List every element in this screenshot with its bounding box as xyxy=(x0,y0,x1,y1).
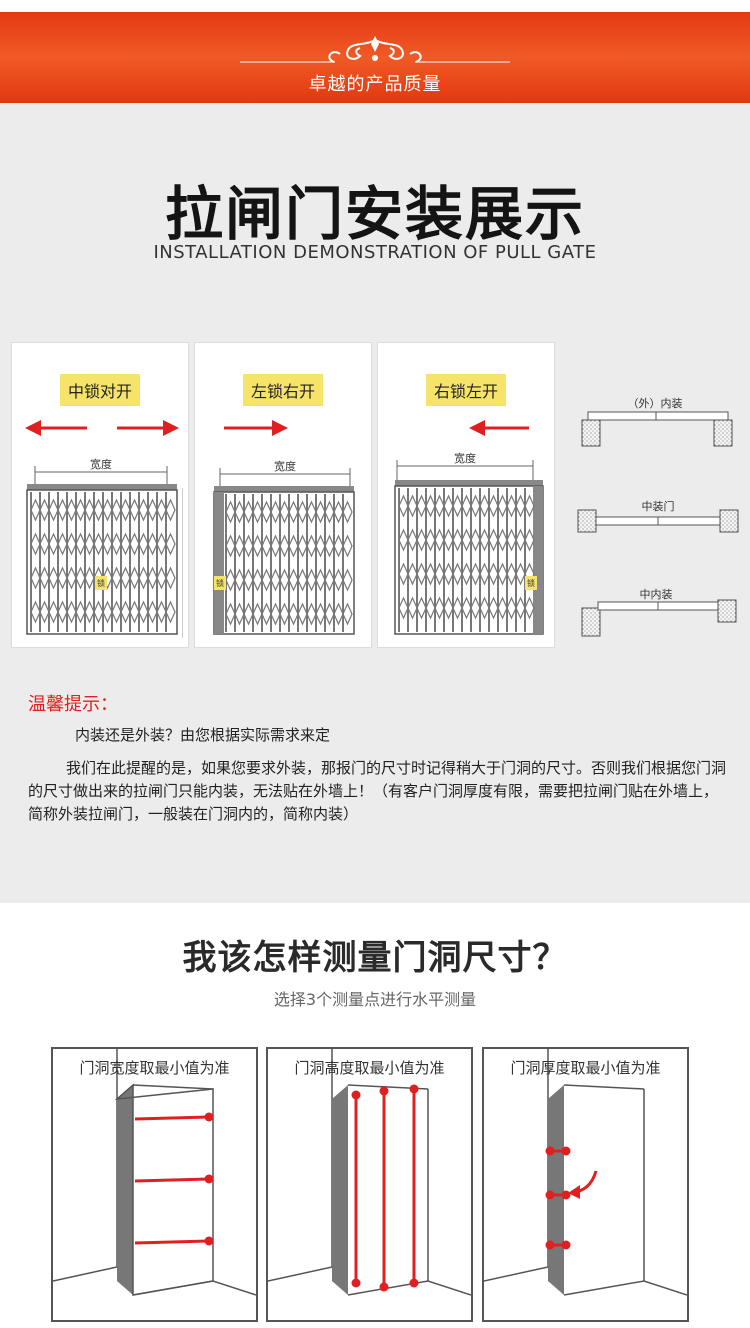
header-banner: 卓越的产品质量 xyxy=(0,12,750,103)
width-label: 宽度 xyxy=(274,459,296,473)
page-title: 拉闸门安装展示 xyxy=(164,180,585,248)
measure-title: 我该怎样测量门洞尺寸？ xyxy=(182,938,568,978)
panel-label: 左锁右开 xyxy=(242,374,324,406)
install-label: 中内装 xyxy=(640,587,673,601)
install-inner-middle-diagram: 中内装 xyxy=(581,587,737,637)
lock-label: 锁 xyxy=(527,578,535,588)
arrow-left-icon xyxy=(469,420,529,436)
arrow-right-icon xyxy=(117,420,179,436)
arrow-right-icon xyxy=(224,420,288,436)
install-label: 中装门 xyxy=(642,499,675,513)
measure-lines xyxy=(134,1112,214,1246)
lock-label: 锁 xyxy=(216,578,224,588)
measure-box-title: 门洞厚度取最小值为准 xyxy=(510,1059,661,1077)
panel-right-lock: 宽度 锁 右锁左开 xyxy=(377,342,555,648)
install-middle-diagram: 中装门 xyxy=(577,499,739,533)
lock-label: 锁 xyxy=(97,578,105,588)
measure-box-title: 门洞高度取最小值为准 xyxy=(294,1059,445,1077)
tip-body: 我们在此提醒的是，如果您要求外装，那报门的尺寸时记得稍大于门洞的尺寸。否则我们根… xyxy=(28,759,727,823)
tip-title: 温馨提示： xyxy=(28,694,118,715)
panel-left-lock: 宽度 锁 左锁右开 xyxy=(194,342,372,648)
measure-box-title: 门洞宽度取最小值为准 xyxy=(79,1059,230,1077)
measure-thickness-box: 门洞厚度取最小值为准 xyxy=(482,1047,689,1322)
gate-illustration: 宽度 锁 xyxy=(25,420,183,638)
measure-subtitle: 选择3个测量点进行水平测量 xyxy=(273,990,477,1009)
panel-center-lock: 宽度 锁 中锁对开 xyxy=(11,342,189,648)
door-height-illustration xyxy=(268,1049,471,1296)
width-label: 宽度 xyxy=(90,457,112,471)
tip-question: 内装还是外装？由您根据实际需求来定 xyxy=(75,726,331,744)
door-width-illustration xyxy=(53,1049,256,1296)
install-label: （外）内装 xyxy=(628,396,683,410)
measure-lines xyxy=(545,1146,571,1250)
measure-width-box: 门洞宽度取最小值为准 xyxy=(51,1047,258,1322)
measure-height-box: 门洞高度取最小值为准 xyxy=(266,1047,473,1322)
arrow-left-icon xyxy=(25,420,87,436)
panel-label: 右锁左开 xyxy=(425,374,507,406)
width-label: 宽度 xyxy=(454,451,476,465)
panel-label: 中锁对开 xyxy=(59,374,141,406)
measure-lines xyxy=(351,1084,419,1292)
banner-title: 卓越的产品质量 xyxy=(308,74,442,95)
install-type-diagrams: （外）内装 中装门 中内装 xyxy=(577,396,739,637)
door-thickness-illustration xyxy=(484,1049,687,1296)
gate-illustration: 宽度 锁 xyxy=(394,420,544,635)
gate-illustration: 宽度 锁 xyxy=(213,420,355,635)
install-outer-diagram: （外）内装 xyxy=(581,396,733,447)
page-subtitle: INSTALLATION DEMONSTRATION OF PULL GATE xyxy=(153,242,597,263)
ornament-icon xyxy=(240,36,510,63)
